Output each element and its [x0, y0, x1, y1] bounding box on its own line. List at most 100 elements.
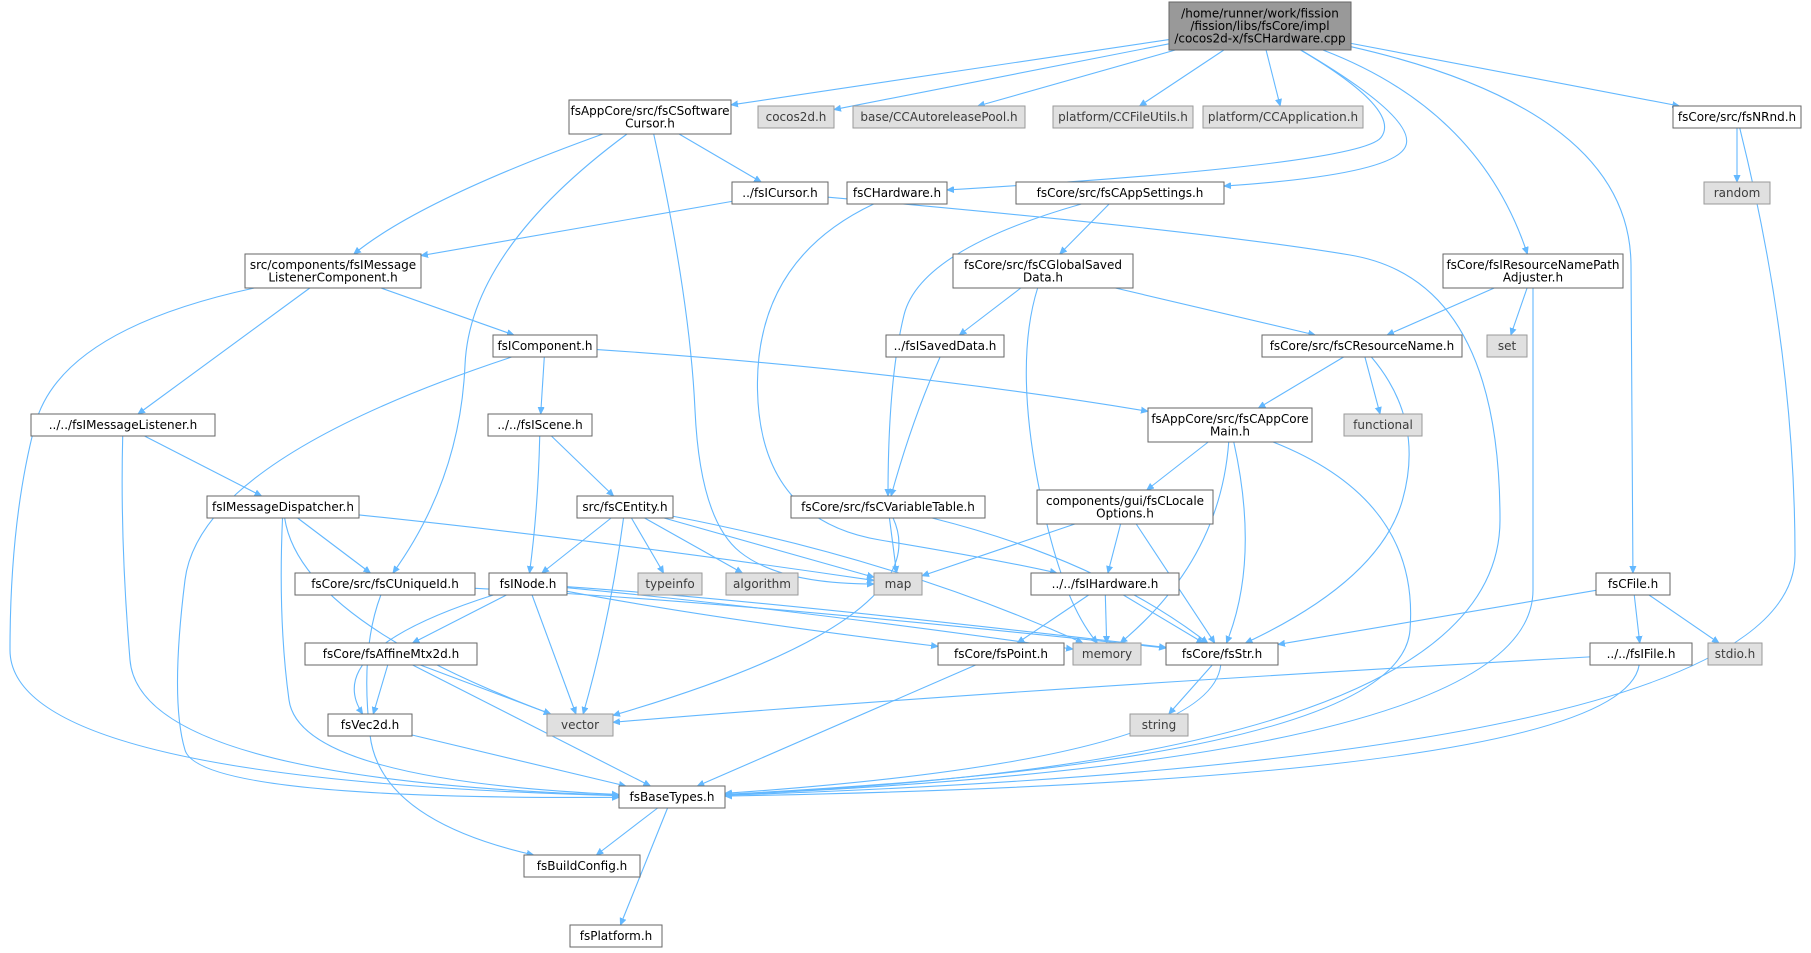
node-ihardware[interactable]: ../../fsIHardware.h — [1030, 572, 1180, 596]
node-globalSaved-label-1: Data.h — [1023, 270, 1063, 284]
node-cursor[interactable]: ../fsICursor.h — [731, 181, 829, 205]
edge-icomponent-to-appCoreMain — [596, 348, 1148, 412]
node-platform-box — [569, 924, 663, 948]
node-root-label-1: /fission/libs/fsCore/impl — [1190, 19, 1329, 33]
node-savedData[interactable]: ../fsISavedData.h — [885, 334, 1005, 358]
node-str[interactable]: fsCore/fsStr.h — [1165, 642, 1279, 666]
node-random-label-0: random — [1714, 186, 1761, 200]
node-msgListenerComp-label-1: ListenerComponent.h — [268, 270, 397, 284]
node-buildConfig[interactable]: fsBuildConfig.h — [523, 854, 641, 878]
node-cfile[interactable]: fsCFile.h — [1595, 572, 1671, 596]
node-varTable-label-0: fsCore/src/fsCVariableTable.h — [801, 500, 975, 514]
node-resName-box — [1261, 334, 1463, 358]
node-cocos2d-label-0: cocos2d.h — [766, 110, 827, 124]
node-affine[interactable]: fsCore/fsAffineMtx2d.h — [304, 642, 478, 666]
edge-inode-to-vector — [531, 594, 576, 714]
node-affine-label-0: fsCore/fsAffineMtx2d.h — [323, 647, 459, 661]
edge-entity-to-vector — [583, 517, 625, 714]
edge-baseTypes-to-platform — [620, 807, 669, 925]
node-localeOpts-label-0: components/gui/fsCLocale — [1046, 494, 1204, 508]
node-root[interactable]: /home/runner/work/fission/fission/libs/f… — [1168, 1, 1352, 51]
node-msgListener[interactable]: ../../fsIMessageListener.h — [30, 413, 216, 437]
node-ifile[interactable]: ../../fsIFile.h — [1589, 642, 1693, 666]
node-chardware[interactable]: fsCHardware.h — [846, 181, 948, 205]
node-appCoreMain-label-1: Main.h — [1210, 424, 1250, 438]
node-nrnd[interactable]: fsCore/src/fsNRnd.h — [1672, 105, 1802, 129]
node-entity[interactable]: src/fsCEntity.h — [576, 495, 674, 519]
node-stdio-box — [1707, 642, 1763, 666]
node-cfile-label-0: fsCFile.h — [1608, 577, 1658, 591]
edge-inode-to-memory — [566, 587, 1073, 649]
node-icomponent[interactable]: fsIComponent.h — [492, 334, 598, 358]
edge-resNamePathAdj-to-baseTypes — [725, 288, 1534, 795]
edge-cfile-to-str — [1278, 589, 1597, 644]
node-appsettings[interactable]: fsCore/src/fsCAppSettings.h — [1015, 181, 1225, 205]
node-ihardware-box — [1030, 572, 1180, 596]
node-vector-box — [546, 713, 614, 737]
edge-str-to-baseTypes — [725, 664, 1222, 793]
node-set: set — [1486, 334, 1528, 358]
edge-root-to-nrnd — [1350, 42, 1679, 106]
node-localeOpts-label-1: Options.h — [1096, 506, 1154, 520]
node-algorithm-label-0: algorithm — [733, 577, 791, 591]
node-nrnd-label-0: fsCore/src/fsNRnd.h — [1678, 110, 1796, 124]
node-iscene[interactable]: ../../fsIScene.h — [487, 413, 593, 437]
node-vec2d[interactable]: fsVec2d.h — [327, 713, 413, 737]
node-msgListener-box — [30, 413, 216, 437]
edge-iscene-to-inode — [529, 435, 541, 573]
edge-appCoreMain-to-memory — [1120, 441, 1230, 643]
edge-str-to-string — [1169, 664, 1213, 714]
edge-entity-to-inode — [542, 517, 612, 573]
node-chardware-box — [846, 181, 948, 205]
node-str-box — [1165, 642, 1279, 666]
node-vec2d-box — [327, 713, 413, 737]
node-resName[interactable]: fsCore/src/fsCResourceName.h — [1261, 334, 1463, 358]
edge-appCoreMain-to-str — [1226, 441, 1246, 643]
node-typeinfo-box — [637, 572, 703, 596]
edge-resNamePathAdj-to-set — [1511, 287, 1528, 335]
node-entity-box — [576, 495, 674, 519]
node-iscene-label-0: ../../fsIScene.h — [497, 418, 582, 432]
node-localeOpts-box — [1036, 489, 1214, 525]
node-msgDispatcher-box — [206, 495, 360, 519]
node-varTable[interactable]: fsCore/src/fsCVariableTable.h — [790, 495, 986, 519]
node-cursor-box — [731, 181, 829, 205]
node-algorithm-box — [725, 572, 799, 596]
node-platform[interactable]: fsPlatform.h — [569, 924, 663, 948]
node-cfile-box — [1595, 572, 1671, 596]
node-msgDispatcher[interactable]: fsIMessageDispatcher.h — [206, 495, 360, 519]
node-point[interactable]: fsCore/fsPoint.h — [937, 642, 1065, 666]
node-inode-box — [488, 572, 568, 596]
node-buildConfig-box — [523, 854, 641, 878]
node-icomponent-label-0: fsIComponent.h — [497, 339, 592, 353]
edge-root-to-cocos2d — [834, 43, 1170, 110]
node-uniqueId[interactable]: fsCore/src/fsCUniqueId.h — [294, 572, 476, 596]
node-varTable-box — [790, 495, 986, 519]
node-msgDispatcher-label-0: fsIMessageDispatcher.h — [212, 500, 354, 514]
node-vector-label-0: vector — [561, 718, 599, 732]
edge-baseTypes-to-buildConfig — [596, 807, 658, 855]
edge-appsettings-to-varTable — [888, 203, 1082, 496]
edge-ihardware-to-str — [1123, 594, 1203, 643]
node-stdio: stdio.h — [1707, 642, 1763, 666]
edge-savedData-to-varTable — [891, 356, 941, 496]
edge-cursor-to-baseTypes — [725, 196, 1501, 794]
edge-uniqueId-to-str — [474, 587, 1166, 648]
edge-root-to-resNamePathAdj — [1322, 49, 1528, 254]
node-buildConfig-label-0: fsBuildConfig.h — [537, 859, 628, 873]
node-msgListenerComp[interactable]: src/components/fsIMessageListenerCompone… — [244, 253, 422, 289]
edge-root-to-softwareCursor — [731, 39, 1170, 105]
node-functional: functional — [1343, 413, 1423, 437]
edge-appCoreMain-to-baseTypes — [725, 441, 1412, 794]
node-affine-box — [304, 642, 478, 666]
node-map: map — [873, 572, 923, 596]
node-inode[interactable]: fsINode.h — [488, 572, 568, 596]
node-fileutils-label-0: platform/CCFileUtils.h — [1058, 110, 1188, 124]
node-baseTypes[interactable]: fsBaseTypes.h — [618, 785, 726, 809]
